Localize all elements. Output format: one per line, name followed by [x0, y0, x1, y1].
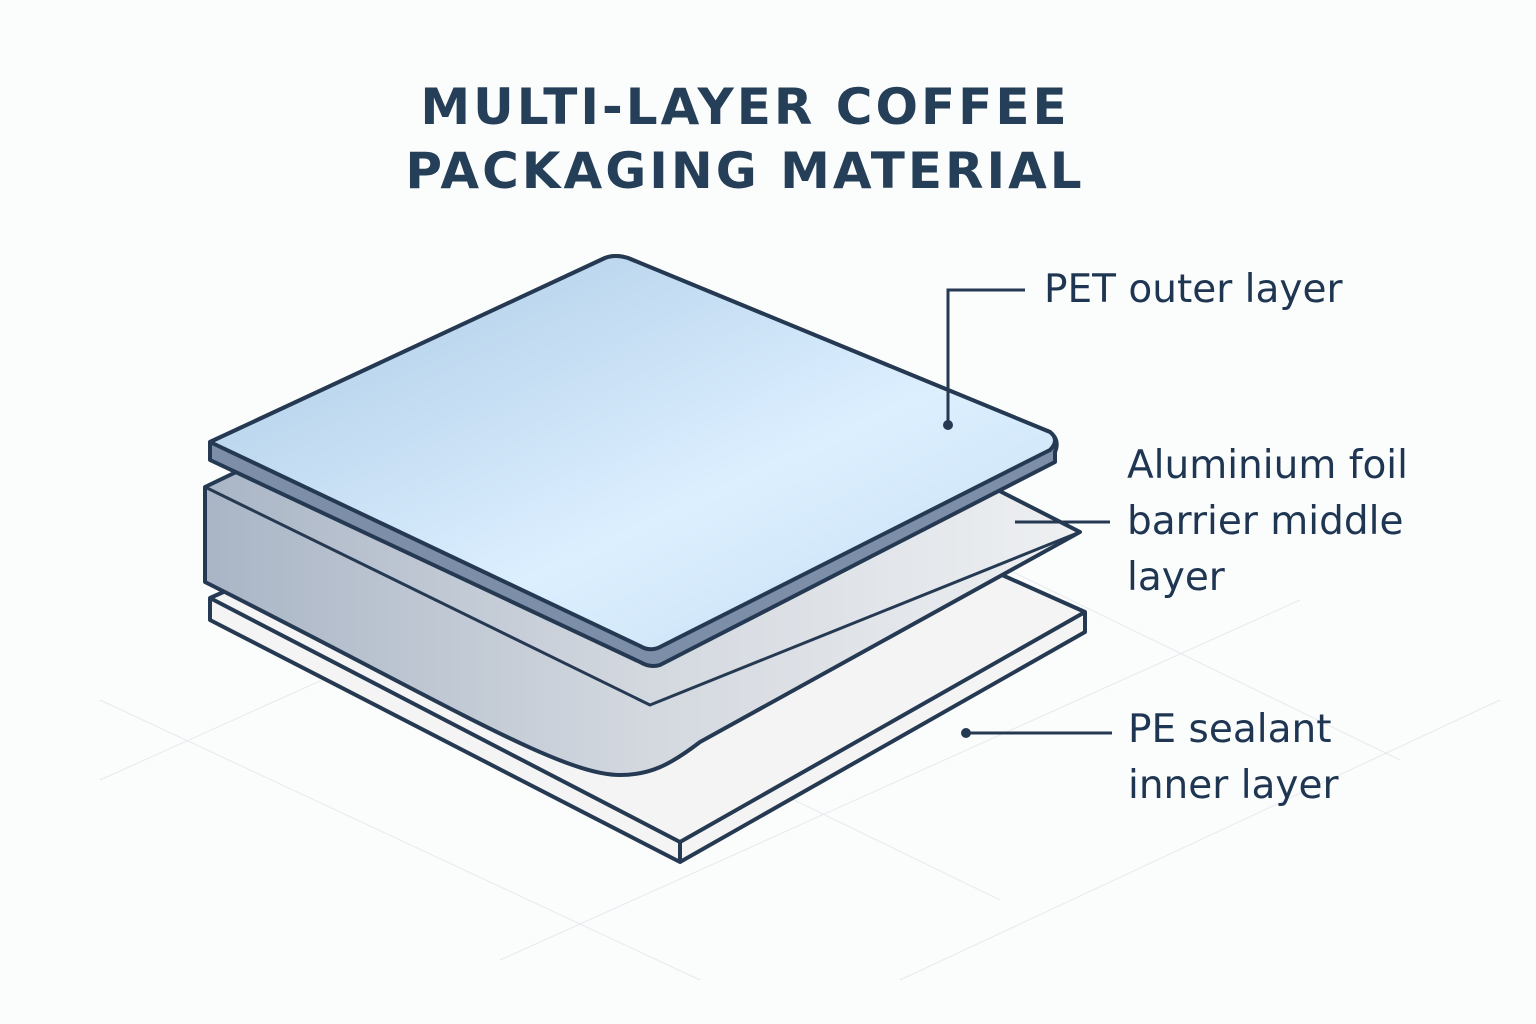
- foil-label-line-2: barrier middle: [1127, 499, 1404, 544]
- foil-label-line-1: Aluminium foil: [1127, 443, 1408, 488]
- title-line-2: PACKAGING MATERIAL: [405, 142, 1085, 200]
- pet-outer-layer: [208, 254, 1059, 668]
- leader-lines: [946, 288, 1112, 735]
- foil-label: Aluminium foil barrier middle layer: [1127, 438, 1408, 606]
- title-line-1: MULTI-LAYER COFFEE: [420, 78, 1070, 136]
- diagram-title: MULTI-LAYER COFFEE PACKAGING MATERIAL: [0, 75, 1490, 203]
- pe-label: PE sealant inner layer: [1128, 702, 1339, 814]
- pet-marker-dot: [943, 420, 953, 430]
- pe-label-line-2: inner layer: [1128, 763, 1339, 808]
- pet-leader-line: [946, 288, 1025, 425]
- pe-label-line-1: PE sealant: [1128, 707, 1332, 752]
- pet-label: PET outer layer: [1044, 267, 1343, 312]
- pe-marker-dot: [961, 728, 971, 738]
- foil-label-line-3: layer: [1127, 555, 1225, 600]
